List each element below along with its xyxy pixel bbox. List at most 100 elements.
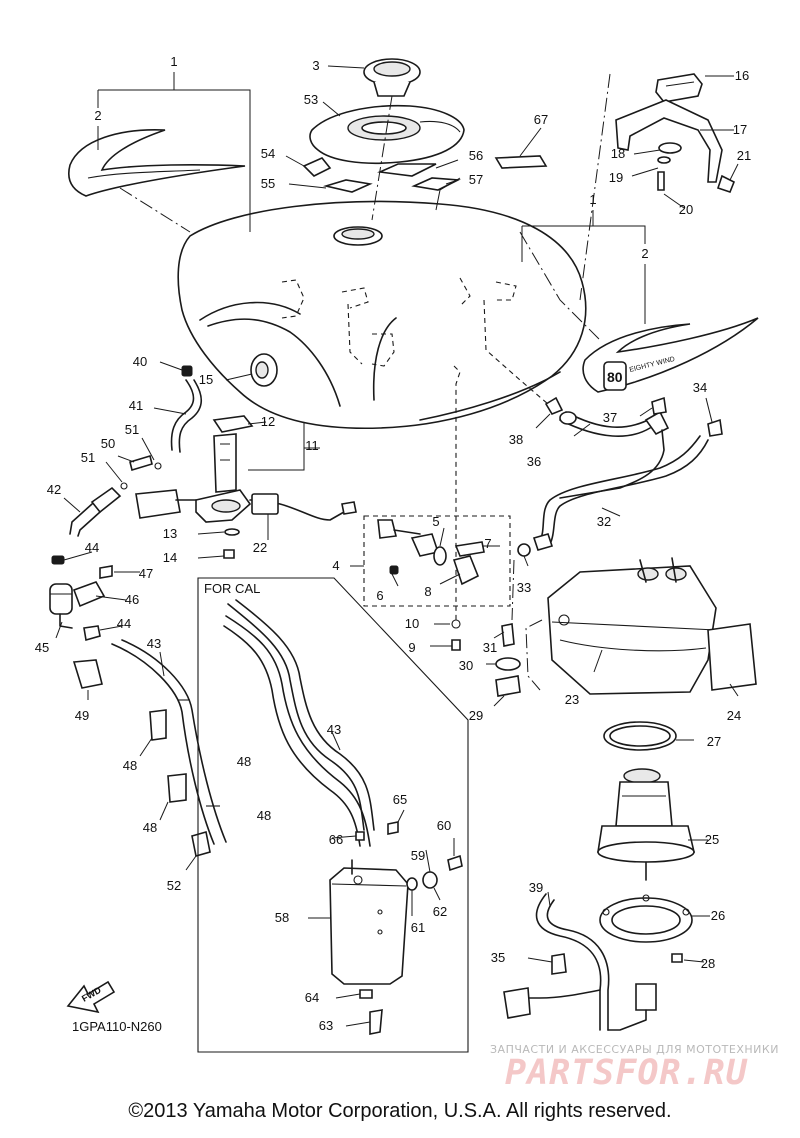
tank-decal-right: 80 EIGHTY WIND xyxy=(519,231,759,393)
callout-number: 57 xyxy=(469,172,483,187)
callout-number: 56 xyxy=(469,148,483,163)
callout-number: 15 xyxy=(199,372,213,387)
filter-and-clamps-left xyxy=(49,551,140,642)
fuel-cock-group xyxy=(350,515,511,651)
callout-number: 33 xyxy=(517,580,531,595)
callout-number: 12 xyxy=(261,414,275,429)
callout-number: 26 xyxy=(711,908,725,923)
tank-decal-left xyxy=(68,129,246,233)
callout-number: 14 xyxy=(163,550,177,565)
hose-41 xyxy=(153,379,203,453)
callout-number: 3 xyxy=(312,58,319,73)
callout-number: 30 xyxy=(459,658,473,673)
callout-number: 65 xyxy=(393,792,407,807)
callout-number: 1 xyxy=(170,54,177,69)
watermark-subtitle: ЗАПЧАСТИ И АКСЕССУАРЫ ДЛЯ МОТОТЕХНИКИ xyxy=(490,1043,779,1056)
callout-number: 2 xyxy=(94,108,101,123)
for-cal-box: FOR CAL xyxy=(197,577,469,1053)
callout-number: 58 xyxy=(275,910,289,925)
callout-number: 52 xyxy=(167,878,181,893)
canister-58 xyxy=(308,859,409,1035)
grommet-15 xyxy=(225,353,278,387)
callout-bracket-left xyxy=(97,72,251,232)
callout-number: 43 xyxy=(147,636,161,651)
callout-number: 29 xyxy=(469,708,483,723)
callout-number: 66 xyxy=(329,832,343,847)
callout-number: 48 xyxy=(237,754,251,769)
charcoal-canister-cover xyxy=(525,557,757,697)
callout-number: 11 xyxy=(305,438,319,453)
callout-number: 60 xyxy=(437,818,451,833)
callout-number: 22 xyxy=(253,540,267,555)
callout-number: 51 xyxy=(81,450,95,465)
callout-number: 13 xyxy=(163,526,177,541)
breather-hoses-right xyxy=(532,396,723,551)
fuel-line-39 xyxy=(503,891,657,1031)
bolts-and-clamp-center xyxy=(486,543,531,707)
callout-number: 42 xyxy=(47,482,61,497)
callout-number: 7 xyxy=(484,536,491,551)
callout-number: 59 xyxy=(411,848,425,863)
callout-number: 34 xyxy=(693,380,707,395)
callout-number: 37 xyxy=(603,410,617,425)
callout-number: 23 xyxy=(565,692,579,707)
fuel-sender-unit xyxy=(135,415,357,559)
callout-number: 25 xyxy=(705,832,719,847)
callout-number: 53 xyxy=(304,92,318,107)
callout-numbers: 1235354555657671617181920211240154112113… xyxy=(35,54,751,1033)
callout-number: 4 xyxy=(332,558,339,573)
callout-number: 8 xyxy=(424,584,431,599)
callout-number: 48 xyxy=(257,808,271,823)
small-decals xyxy=(285,127,548,211)
vent-hoses-left xyxy=(63,437,162,537)
callout-number: 19 xyxy=(609,170,623,185)
callout-number: 64 xyxy=(305,990,319,1005)
callout-number: 44 xyxy=(117,616,131,631)
callout-number: 41 xyxy=(129,398,143,413)
callout-bracket-right xyxy=(521,210,646,324)
callout-number: 35 xyxy=(491,950,505,965)
callout-number: 5 xyxy=(432,514,439,529)
watermark-logo: PARTSFOR.RU xyxy=(505,1053,748,1093)
fuel-cap xyxy=(327,58,421,97)
callout-number: 38 xyxy=(509,432,523,447)
emblem-number: 80 xyxy=(607,369,623,385)
callout-number: 45 xyxy=(35,640,49,655)
callout-number: 6 xyxy=(376,588,383,603)
fuel-tank xyxy=(177,200,587,620)
callout-number: 50 xyxy=(101,436,115,451)
callout-number: 61 xyxy=(411,920,425,935)
canister-fittings xyxy=(331,809,463,916)
callout-number: 28 xyxy=(701,956,715,971)
tank-rear-bracket xyxy=(579,73,739,301)
callout-number: 1 xyxy=(589,192,596,207)
callout-number: 62 xyxy=(433,904,447,919)
callout-number: 67 xyxy=(534,112,548,127)
drain-hose-left xyxy=(72,639,227,871)
callout-number: 43 xyxy=(327,722,341,737)
o-ring-27 xyxy=(603,721,694,751)
callout-number: 2 xyxy=(641,246,648,261)
fuel-pump-25 xyxy=(597,768,708,881)
for-cal-hoses xyxy=(223,599,375,847)
for-cal-label: FOR CAL xyxy=(204,581,260,596)
callout-number: 16 xyxy=(735,68,749,83)
callout-number: 20 xyxy=(679,202,693,217)
fwd-arrow: FWD xyxy=(66,980,116,1014)
callout-number: 46 xyxy=(125,592,139,607)
callout-number: 63 xyxy=(319,1018,333,1033)
callout-number: 10 xyxy=(405,616,419,631)
callout-number: 39 xyxy=(529,880,543,895)
callout-number: 48 xyxy=(143,820,157,835)
callout-number: 36 xyxy=(527,454,541,469)
callout-number: 47 xyxy=(139,566,153,581)
callout-number: 17 xyxy=(733,122,747,137)
callout-number: 21 xyxy=(737,148,751,163)
callout-number: 40 xyxy=(133,354,147,369)
callout-number: 51 xyxy=(125,422,139,437)
pump-plate-26 xyxy=(599,894,710,963)
tank-cap-cover xyxy=(309,95,465,221)
copyright-notice: ©2013 Yamaha Motor Corporation, U.S.A. A… xyxy=(128,1100,672,1122)
